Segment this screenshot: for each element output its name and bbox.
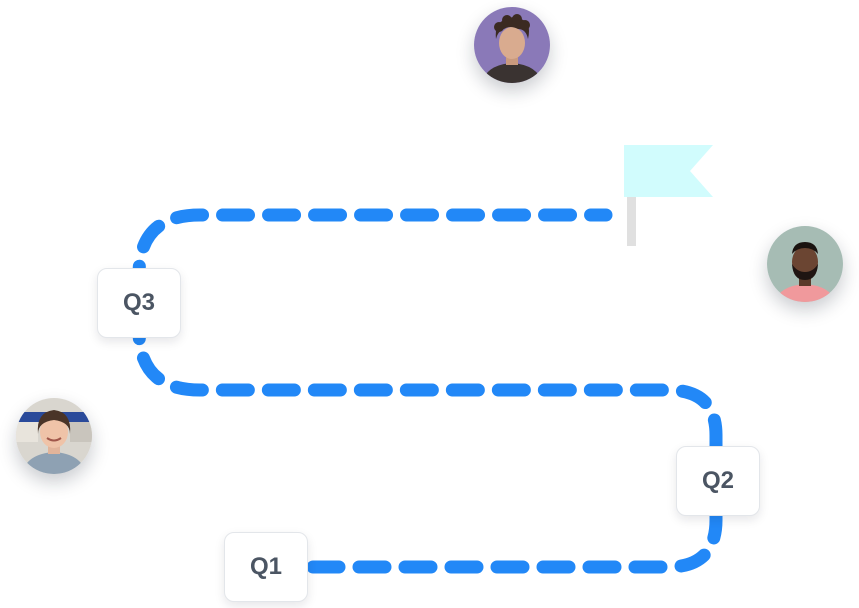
milestone-q2: Q2 <box>676 446 760 516</box>
avatar-smiling-woman <box>16 398 92 474</box>
flag-cloth <box>624 145 713 197</box>
milestone-q3-label: Q3 <box>122 289 155 316</box>
milestone-q1-label: Q1 <box>249 553 282 580</box>
milestone-q1: Q1 <box>224 532 308 602</box>
milestone-q3: Q3 <box>97 268 181 338</box>
avatar-curly-hair-man <box>474 7 550 83</box>
flag-icon <box>624 145 713 246</box>
roadmap-dashed-path <box>132 208 723 574</box>
avatar-bearded-man <box>767 226 843 302</box>
flag-pole <box>627 150 636 246</box>
milestone-q2-label: Q2 <box>701 467 734 494</box>
